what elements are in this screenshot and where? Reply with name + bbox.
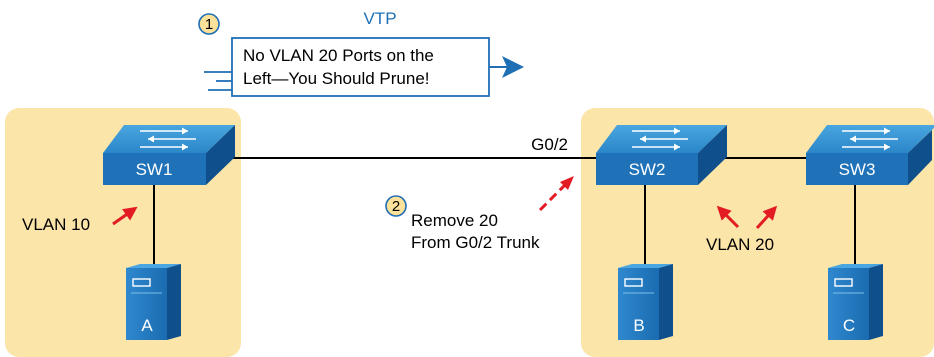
- switch-label-sw2: SW2: [629, 160, 666, 179]
- step-1-number: 1: [205, 16, 213, 33]
- switch-icon: [806, 125, 934, 185]
- server-label-a: A: [141, 316, 153, 335]
- vtp-message-line-1: No VLAN 20 Ports on the: [243, 46, 434, 65]
- server-label-c: C: [843, 316, 855, 335]
- step-1-badge: [198, 13, 220, 35]
- vtp-message-box: [204, 37, 524, 97]
- step-2-number: 2: [392, 198, 400, 215]
- server-a[interactable]: A: [126, 264, 181, 340]
- vlan-20-label: VLAN 20: [706, 235, 774, 254]
- switch-icon: [596, 125, 727, 185]
- send-arrow-icon: [502, 56, 524, 78]
- vlan-10-label: VLAN 10: [22, 215, 90, 234]
- server-icon: [828, 264, 883, 340]
- server-b[interactable]: B: [618, 264, 673, 340]
- switch-label-sw3: SW3: [839, 160, 876, 179]
- server-icon: [126, 264, 181, 340]
- server-label-b: B: [633, 316, 644, 335]
- step-2-badge: [385, 195, 407, 217]
- switch-label-sw1: SW1: [136, 160, 173, 179]
- vtp-title: VTP: [363, 9, 396, 28]
- switch-sw3[interactable]: SW3: [806, 125, 934, 185]
- vtp-message-line-2: Left—You Should Prune!: [243, 69, 430, 88]
- action-line-2: From G0/2 Trunk: [411, 233, 540, 252]
- prune-arrow-icon: [538, 176, 574, 212]
- switch-sw1[interactable]: SW1: [103, 125, 235, 185]
- server-c[interactable]: C: [828, 264, 883, 340]
- server-icon: [618, 264, 673, 340]
- interface-label: G0/2: [531, 135, 568, 154]
- switch-icon: [103, 125, 235, 185]
- switch-sw2[interactable]: SW2: [596, 125, 727, 185]
- action-line-1: Remove 20: [411, 211, 498, 230]
